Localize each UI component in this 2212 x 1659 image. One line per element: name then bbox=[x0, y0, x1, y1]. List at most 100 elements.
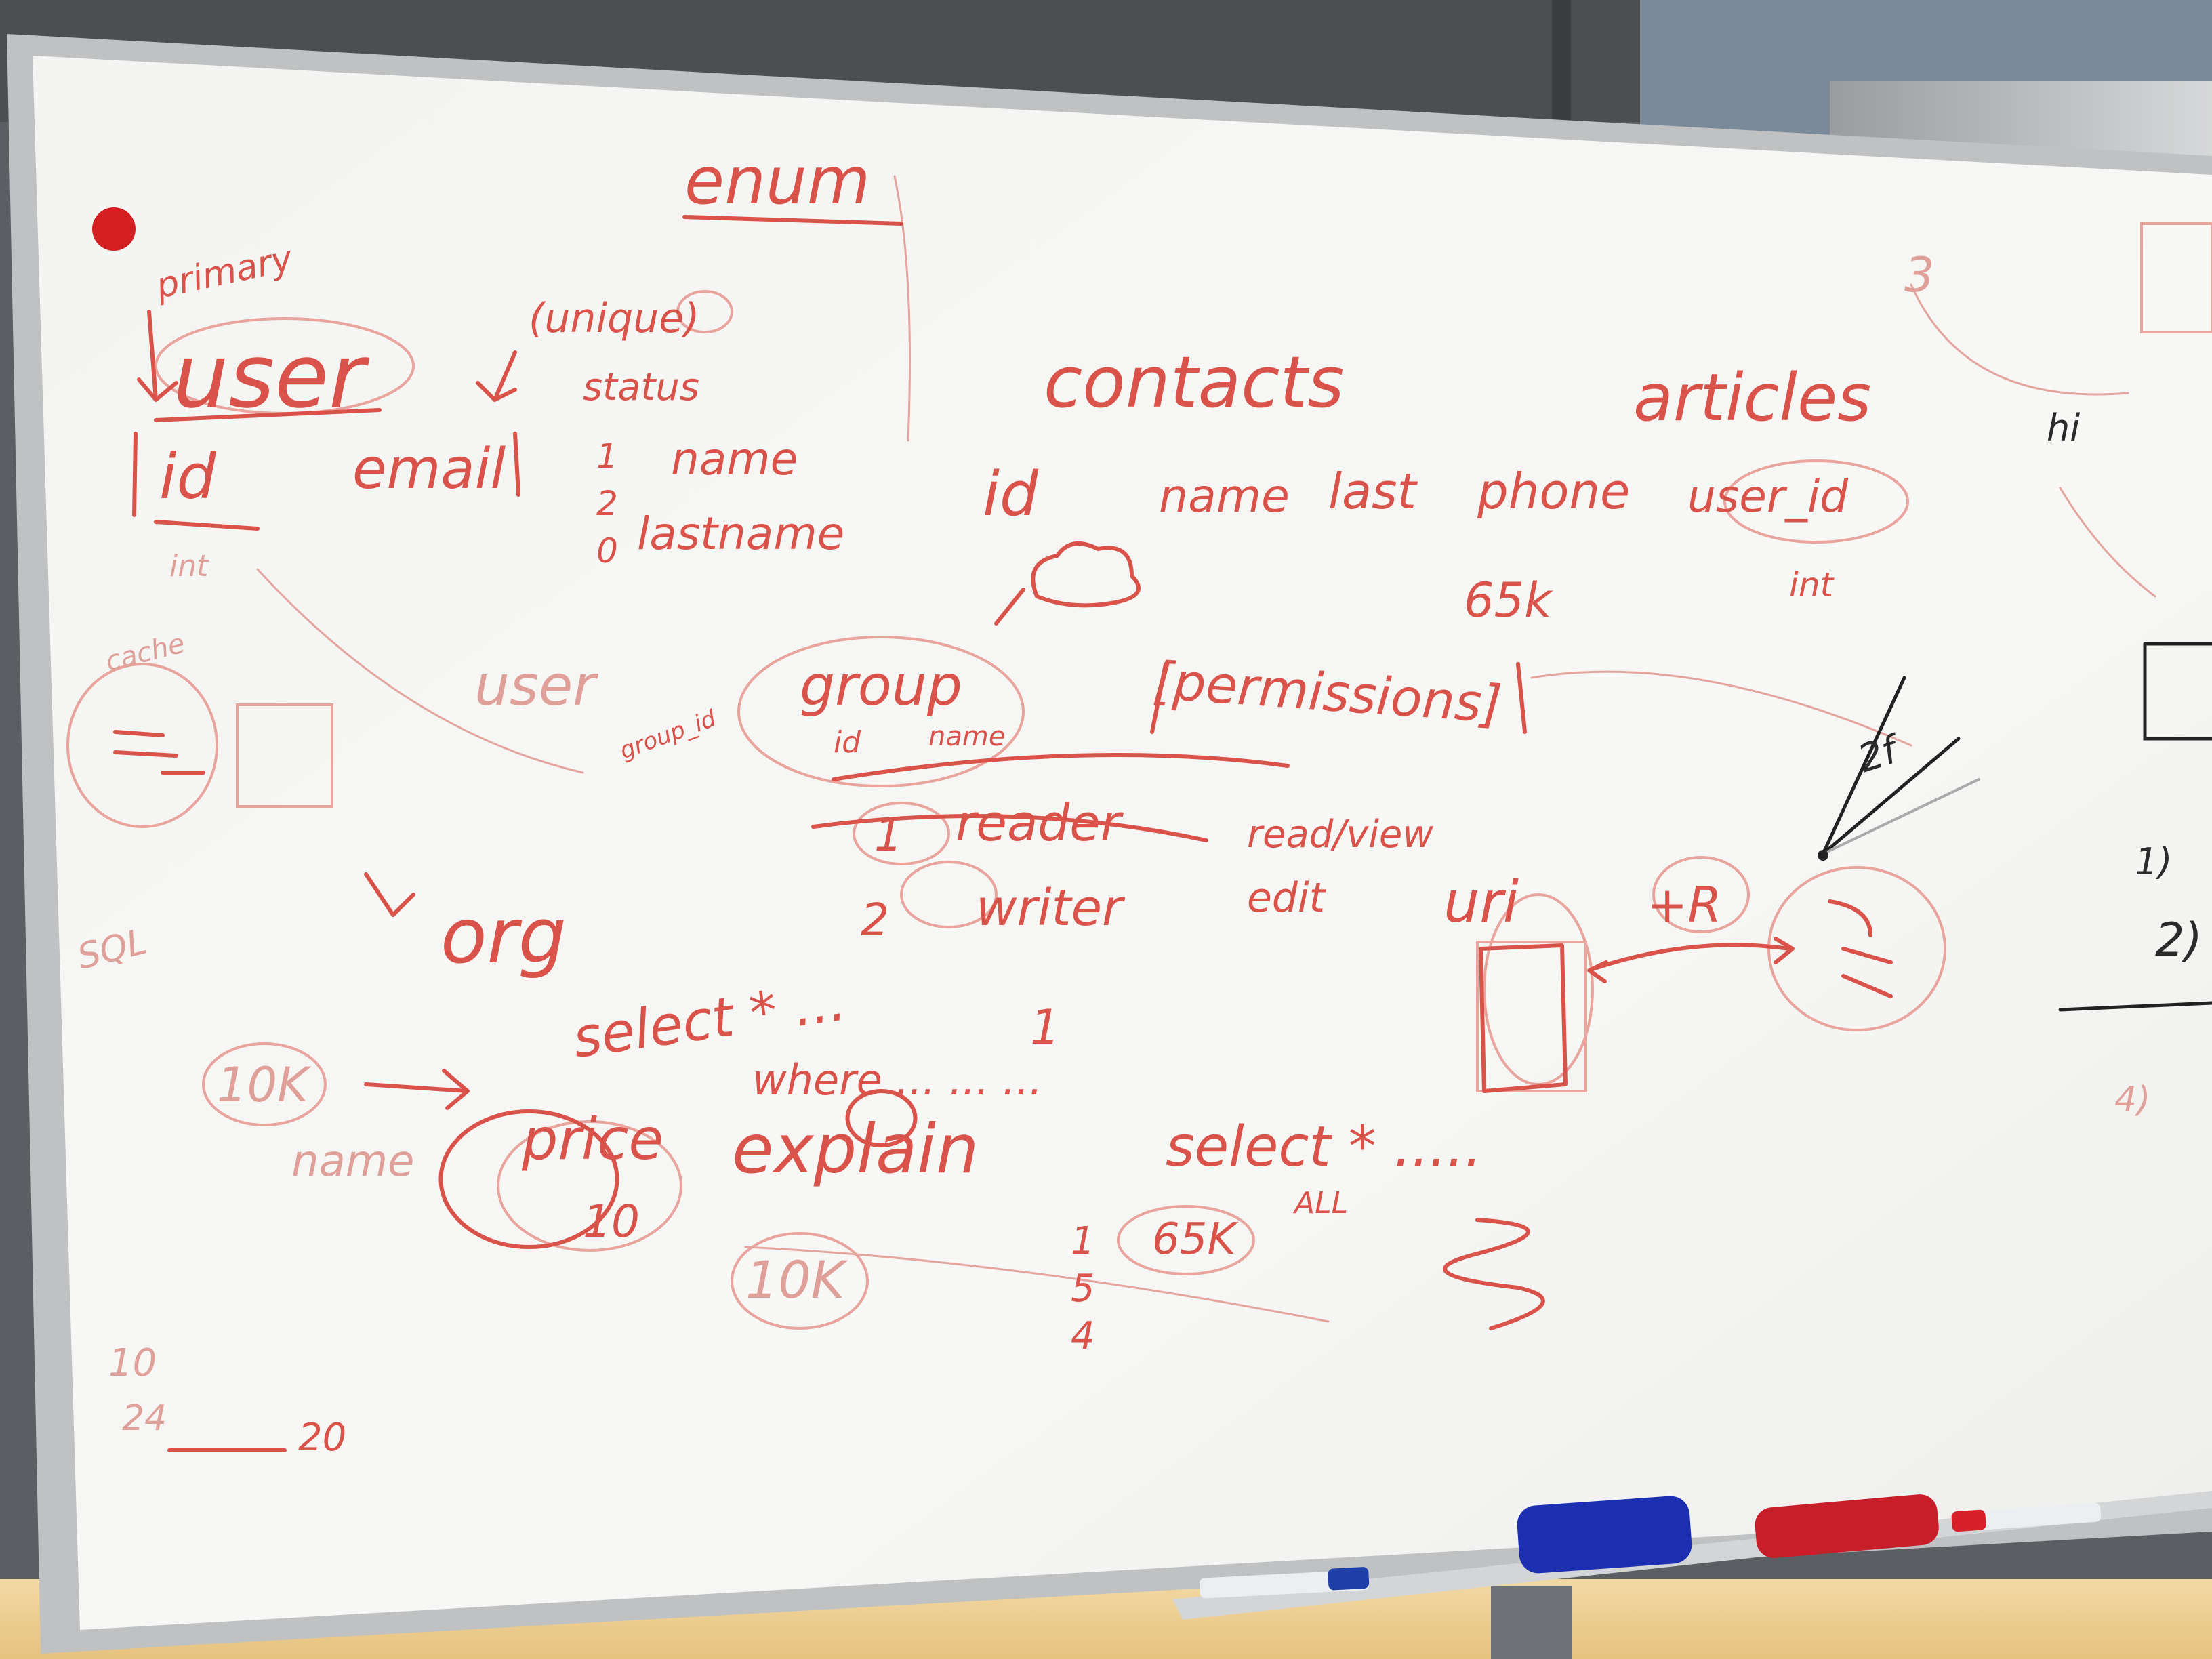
arrow-10k bbox=[364, 1069, 470, 1110]
leg-post bbox=[1491, 1586, 1572, 1659]
enum-label-name: name bbox=[671, 433, 798, 485]
blue-eraser bbox=[1517, 1496, 1692, 1574]
ghost-line bbox=[256, 568, 584, 774]
ghost-line bbox=[744, 1246, 1330, 1323]
one-circle-mark bbox=[845, 1089, 918, 1147]
hi-label: hi bbox=[2047, 407, 2080, 449]
id-underline bbox=[154, 520, 260, 531]
ghost-line bbox=[1530, 670, 1912, 747]
red-magnet bbox=[92, 207, 136, 251]
unique-arrow bbox=[476, 350, 517, 402]
unique-label: (unique) bbox=[529, 295, 700, 342]
id-column: id bbox=[159, 441, 217, 513]
status-label: status bbox=[583, 365, 699, 409]
n24-label: 24 bbox=[122, 1398, 167, 1439]
articles-title: articles bbox=[1633, 360, 1871, 436]
ghost-circle bbox=[497, 1120, 682, 1252]
red-marker-cap bbox=[1951, 1509, 1986, 1532]
n20-label: 20 bbox=[298, 1416, 346, 1460]
ghost-circle bbox=[853, 802, 950, 865]
contacts-col-id: id bbox=[983, 459, 1039, 530]
select-query-2: select * ..... bbox=[1166, 1115, 1482, 1179]
value-4: 4 bbox=[1071, 1314, 1095, 1358]
contacts-col-phone: phone bbox=[1477, 463, 1630, 520]
user-group-label: user bbox=[474, 654, 598, 718]
read-view-label: read/view bbox=[1247, 813, 1433, 857]
count-10k-left: 10K bbox=[217, 1057, 312, 1113]
uri-label: uri bbox=[1443, 869, 1519, 935]
name-label: name bbox=[291, 1136, 415, 1187]
contacts-title: contacts bbox=[1044, 341, 1344, 424]
group-name-col: name bbox=[928, 721, 1005, 752]
enum-heading: enum bbox=[684, 143, 870, 219]
blue-marker-cap bbox=[1328, 1567, 1370, 1591]
four-x-label: 4) bbox=[2114, 1080, 2150, 1120]
contacts-size: 65k bbox=[1464, 573, 1553, 628]
enum-value-1: 1 bbox=[596, 436, 618, 476]
uri-box bbox=[1479, 943, 1568, 1093]
permissions-bracket-right bbox=[1516, 662, 1527, 734]
ghost-circle bbox=[1483, 893, 1594, 1086]
black-rule bbox=[2058, 1001, 2212, 1012]
edit-label: edit bbox=[1247, 874, 1327, 922]
ghost-box bbox=[1476, 941, 1587, 1092]
user-underline bbox=[154, 408, 382, 422]
one-x-label: 1) bbox=[2135, 840, 2172, 883]
id-bracket bbox=[132, 432, 138, 517]
ghost-circle bbox=[202, 1042, 327, 1126]
count-10k: 10K bbox=[745, 1250, 848, 1310]
n3-label: 3 bbox=[1904, 247, 1935, 303]
arrow-org bbox=[364, 872, 415, 917]
contacts-col-name: name bbox=[1159, 470, 1290, 523]
group-label: group bbox=[800, 654, 962, 718]
black-box-r bbox=[2143, 642, 2212, 741]
black-line-1 bbox=[1821, 676, 1906, 856]
primary-arrow bbox=[137, 310, 178, 402]
email-column: email bbox=[352, 437, 506, 501]
price-label: price bbox=[521, 1106, 663, 1172]
ghost-circle bbox=[1767, 866, 1946, 1031]
blue-marker bbox=[1199, 1570, 1370, 1599]
ghost-line bbox=[1910, 283, 2129, 396]
ghost-box bbox=[236, 703, 333, 808]
all-label: ALL bbox=[1292, 1186, 1348, 1221]
arrow-to-cloud bbox=[994, 588, 1025, 626]
ghost-line bbox=[2059, 487, 2156, 598]
org-label: org bbox=[441, 893, 567, 981]
select2-squiggle bbox=[1443, 1218, 1545, 1330]
value-1: 1 bbox=[1071, 1219, 1095, 1263]
contacts-col-last: last bbox=[1328, 463, 1418, 520]
ghost-circle bbox=[1652, 856, 1750, 933]
enum-value-2: 2 bbox=[596, 484, 618, 523]
r-box-scribble bbox=[1828, 899, 1893, 998]
reader-num: 1 bbox=[874, 809, 903, 861]
int-label: int bbox=[169, 549, 209, 583]
plus-r-label: +R bbox=[1647, 876, 1721, 933]
ghost-circle bbox=[731, 1232, 869, 1330]
ghost-circle bbox=[1723, 459, 1909, 544]
user-label: user bbox=[173, 325, 370, 428]
value-5: 5 bbox=[1071, 1267, 1095, 1311]
ghost-circle bbox=[1117, 1205, 1255, 1275]
n10-label: 10 bbox=[108, 1341, 157, 1385]
uri-arrows bbox=[1587, 937, 1795, 983]
explain-label: explain bbox=[732, 1109, 979, 1189]
enum-label-lastname: lastname bbox=[637, 508, 844, 560]
writer-label: writer bbox=[976, 879, 1126, 937]
cache-box-lines bbox=[113, 730, 205, 775]
email-bar bbox=[513, 432, 520, 497]
reader-label: reader bbox=[956, 794, 1124, 853]
price-value: 10 bbox=[583, 1195, 640, 1248]
writer-num: 2 bbox=[861, 894, 889, 946]
group-id-col: id bbox=[834, 725, 861, 760]
user-group-connector bbox=[832, 753, 1290, 781]
price-circle bbox=[438, 1109, 619, 1249]
red-eraser bbox=[1755, 1494, 1939, 1559]
enum-underline bbox=[682, 215, 903, 226]
red-marker bbox=[1951, 1502, 2102, 1532]
where-clause: where ... ... ... bbox=[752, 1055, 1042, 1105]
grey-line-1 bbox=[1822, 778, 1980, 855]
two-x-label: 2) bbox=[2155, 914, 2203, 967]
ghost-circle bbox=[676, 290, 733, 333]
